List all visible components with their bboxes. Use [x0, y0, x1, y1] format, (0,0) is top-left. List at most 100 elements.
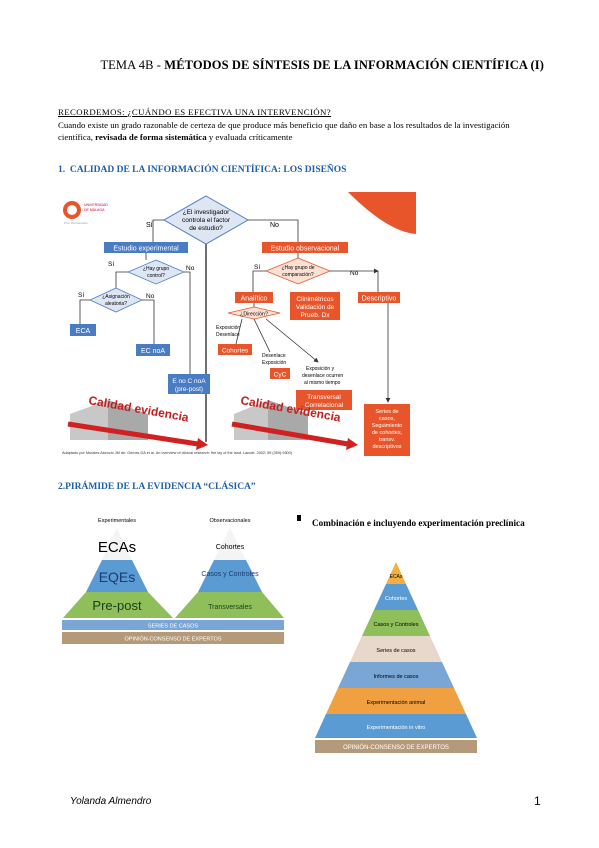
control-no: No	[186, 265, 195, 272]
root-no: No	[270, 222, 279, 229]
simul-3: al mismo tiempo	[304, 380, 341, 386]
eca-label: ECA	[76, 328, 91, 335]
random-q-2: aleatoria?	[105, 301, 127, 307]
control-yes: Sí	[108, 261, 114, 268]
comparison-diamond	[264, 257, 332, 285]
cohorts-box	[218, 344, 252, 355]
footer-author: Yolanda Almendro	[70, 796, 152, 807]
recall-answer: Cuando existe un grado razonable de cert…	[58, 120, 510, 142]
cyc-label: CyC	[274, 372, 287, 379]
logo-line2: DE MÁLAGA	[84, 208, 105, 212]
bullet-marker	[297, 515, 301, 521]
exp-level-1	[102, 528, 132, 560]
exp-header: Experimentales	[98, 518, 136, 524]
obs-level-3	[175, 592, 284, 618]
eca-box	[70, 324, 96, 336]
classic-evidence-pyramid: Experimentales Observacionales ECAs EQEs…	[62, 518, 284, 644]
ext-level-3	[362, 610, 430, 636]
extended-evidence-pyramid: ECAs Cohortes Casos y Controles Series d…	[315, 562, 477, 753]
opinion-bar	[62, 632, 284, 644]
exp-level-1-label: ECAs	[98, 539, 136, 556]
ext-level-6-label: Experimentación animal	[367, 700, 426, 706]
random-q-1: ¿Asignación	[102, 294, 130, 300]
exp-level-3	[63, 592, 173, 618]
recall-question: RECORDEMOS: ¿CUÁNDO ES EFECTIVA UNA INTE…	[58, 107, 332, 117]
obs-header: Observacionales	[210, 518, 251, 524]
clinimetric-line3: Prueb. Dx	[301, 312, 331, 319]
comparison-q-1: ¿Hay grupo de	[281, 265, 314, 271]
direction-label: ¿Dirección?	[240, 312, 268, 318]
combination-caption: Combinación e incluyendo experimentación…	[312, 518, 525, 528]
ext-level-5-label: Informes de casos	[374, 674, 419, 680]
analytic-box	[235, 292, 273, 303]
simul-2: desenlace ocurren	[302, 373, 343, 379]
ext-base-bar	[315, 740, 477, 753]
series-bar	[62, 620, 284, 630]
exp-level-3-label: Pre-post	[92, 598, 142, 613]
section-2-heading: 2.PIRÁMIDE DE LA EVIDENCIA “CLÁSICA”	[58, 482, 256, 492]
page-number: 1	[534, 794, 541, 808]
observational-box	[262, 242, 348, 253]
obs-level-2-label: Casos y Controles	[201, 571, 259, 578]
comparison-yes: Sí	[254, 264, 260, 271]
random-no: No	[146, 293, 155, 300]
exp-level-2	[86, 560, 148, 592]
control-q-1: ¿Hay grupo	[143, 266, 169, 272]
descriptive-label: Descriptivo	[362, 296, 397, 303]
ext-level-7	[315, 714, 477, 738]
clinimetric-line2: Validación de	[296, 304, 335, 311]
series-box	[364, 404, 410, 456]
exp-des-2: Desenlace	[216, 332, 240, 338]
exp-level-2-label: EQEs	[99, 569, 136, 585]
exp-des-1: Exposición	[216, 325, 240, 331]
root-yes: Sí	[146, 222, 153, 229]
flowchart-source: Adaptado por Morales Asencio JM de: Grim…	[62, 451, 293, 455]
obs-level-3-label: Transversales	[208, 604, 252, 611]
root-q-2: controla el factor	[182, 217, 231, 224]
quality-graphic-left: Calidad evidencia	[67, 393, 208, 450]
ext-level-2-label: Cohortes	[385, 596, 408, 602]
control-group-diamond	[126, 259, 186, 285]
comparison-q-2: comparación?	[282, 272, 314, 278]
ext-level-4-label: Series de casos	[376, 648, 415, 654]
ext-level-1-label: ECAs	[390, 574, 403, 580]
series-line3: Seguimiento	[372, 423, 403, 429]
root-q-3: de estudio?	[189, 225, 223, 232]
obs-level-1	[214, 528, 246, 560]
study-design-flowchart: UNIVERSIDAD DE MÁLAGA Prof. Del Derecho …	[62, 192, 416, 456]
page-title: TEMA 4B - MÉTODOS DE SÍNTESIS DE LA INFO…	[100, 58, 544, 72]
observational-label: Estudio observacional	[271, 246, 340, 253]
control-q-2: control?	[147, 273, 165, 279]
ec-noa-label: EC noA	[141, 348, 165, 355]
ext-level-3-label: Casos y Controles	[374, 622, 419, 628]
pre-post-line1: E no C noA	[172, 378, 206, 385]
random-yes: Sí	[78, 292, 84, 299]
ext-base-label: OPINIÓN-CONSENSO DE EXPERTOS	[343, 744, 449, 751]
ext-level-1	[386, 562, 406, 584]
series-line1: Series de	[375, 409, 398, 415]
logo-caption: Prof. Del Derecho	[64, 221, 88, 225]
ext-level-5	[338, 662, 454, 688]
root-q-1: ¿El investigador	[183, 209, 230, 216]
ext-level-2	[374, 584, 418, 610]
corner-decoration	[348, 192, 416, 234]
transversal-line1: Transversal	[307, 394, 341, 401]
clinimetric-line1: Clinimétricos	[296, 296, 334, 303]
ec-noa-box	[136, 344, 170, 356]
comparison-no: No	[350, 270, 359, 277]
des-exp-2: Exposición	[262, 360, 286, 366]
simul-1: Exposición y	[306, 366, 335, 372]
series-line6: descriptivos	[372, 444, 401, 450]
pre-post-box	[168, 374, 210, 394]
ext-level-4	[350, 636, 442, 662]
des-exp-1: Desenlace	[262, 353, 286, 359]
experimental-label: Estudio experimental	[113, 246, 179, 253]
transversal-box	[296, 390, 352, 410]
section-1-heading: 1. CALIDAD DE LA INFORMACIÓN CIENTÍFICA:…	[58, 165, 347, 175]
series-line5: transv.	[379, 437, 396, 443]
root-decision-diamond	[162, 195, 250, 245]
obs-level-1-label: Cohortes	[216, 544, 245, 551]
pre-post-line2: (pre-post)	[175, 386, 203, 393]
ext-level-7-label: Experimentación in vitro	[367, 725, 426, 731]
descriptive-box	[358, 292, 400, 303]
